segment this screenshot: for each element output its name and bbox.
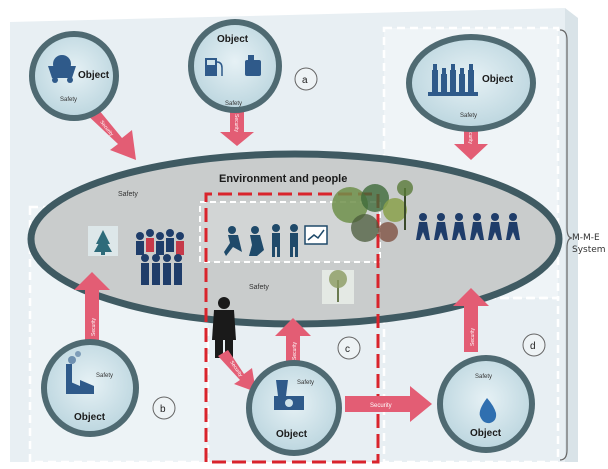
marker-label: b (160, 404, 166, 415)
crowd-icon (136, 229, 184, 285)
factory-bottles-icon (428, 64, 478, 96)
arrow-bottom-left: Security (74, 272, 110, 340)
ellipse-safety-label: Safety (118, 191, 138, 198)
arrow-security-label: Security (91, 317, 97, 336)
water-drop-icon (479, 398, 497, 424)
arrow-bottom-center-up: Security (275, 318, 311, 362)
mine-cart-icon (48, 55, 76, 83)
system-label-line2: System (572, 245, 606, 255)
object-label: Object (276, 429, 308, 440)
business-people-icon (224, 224, 298, 257)
tree-icon (88, 226, 118, 256)
arrow-bottom-right-up: Security (453, 288, 489, 352)
system-bracket (559, 29, 573, 461)
object-bottom-left: Safety Object (41, 339, 139, 437)
object-label: Object (74, 412, 106, 423)
object-top-right: Object Safety (406, 34, 536, 132)
nuclear-plant-icon (274, 380, 304, 410)
walking-people-icon (416, 213, 520, 240)
security-arrows: Security Security Security Security Secu… (74, 104, 489, 422)
system-label-line1: M-M-E (572, 233, 600, 243)
marker-b: b (152, 396, 176, 420)
object-safety-label: Safety (297, 380, 314, 386)
arrow-top-center: Security (220, 112, 254, 146)
object-bottom-right: Safety Object (437, 355, 535, 453)
arrow-top-right: Security (454, 124, 488, 160)
marker-a: a (294, 67, 318, 91)
object-top-center: Object Safety (188, 19, 282, 113)
object-label: Object (482, 74, 514, 85)
marker-c: c (337, 336, 361, 360)
arrow-horizontal: Security (345, 386, 432, 422)
arrow-security-label: Security (292, 341, 298, 360)
businessman-icon (212, 297, 236, 358)
object-top-left: Object Safety (29, 31, 119, 121)
arrow-security-label: Security (233, 114, 239, 133)
object-safety-label: Safety (96, 373, 113, 379)
factory-smoke-icon (66, 351, 94, 394)
object-safety-label: Safety (460, 113, 477, 119)
marker-label: c (345, 344, 350, 355)
tree-icon (322, 270, 354, 304)
arrow-security-label: Security (370, 403, 392, 409)
object-safety-label: Safety (60, 97, 77, 103)
marker-label: d (530, 341, 536, 352)
ellipse-title: Environment and people (219, 173, 347, 185)
arrow-security-label: Security (467, 126, 473, 145)
growth-chart-icon (304, 225, 328, 245)
object-label: Object (470, 428, 502, 439)
arrow-security-label: Security (470, 327, 476, 346)
marker-label: a (302, 75, 308, 86)
system-panel-side (565, 8, 578, 462)
object-safety-label: Safety (225, 101, 242, 107)
system-label: M-M-E System (572, 232, 606, 256)
biodiversity-icon (332, 180, 413, 242)
marker-d: d (522, 333, 546, 357)
object-safety-label: Safety (475, 374, 492, 380)
inner-safety-label: Safety (249, 284, 269, 291)
fuel-pump-canister-icon (205, 55, 261, 76)
object-bottom-center: Safety Object (246, 360, 342, 456)
object-label: Object (217, 34, 249, 45)
object-label: Object (78, 70, 110, 81)
